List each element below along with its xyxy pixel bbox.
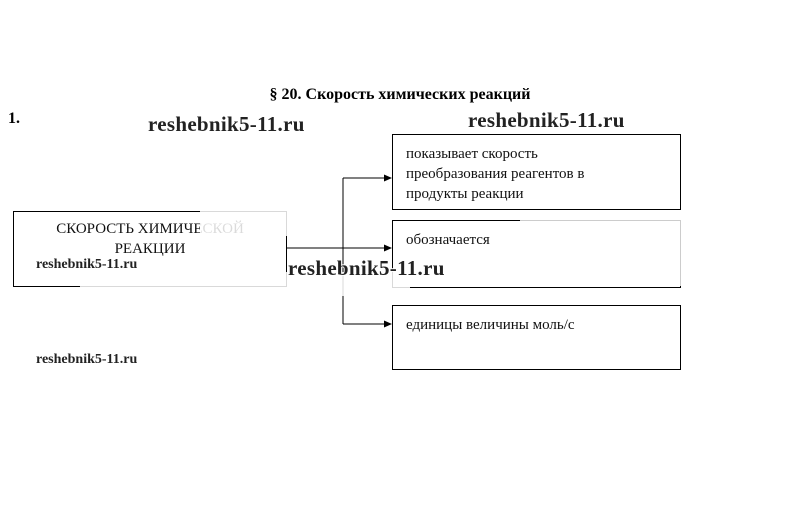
watermark-smear-1 — [200, 210, 320, 236]
source-box-line1: СКОРОСТЬ ХИМИЧЕСКОЙ — [56, 221, 244, 237]
watermark-1: reshebnik5-11.ru — [148, 112, 305, 136]
target-box-3-line1: единицы величины моль/с — [406, 317, 575, 333]
target-box-1-line1: показывает скорость — [406, 146, 538, 162]
page-title: § 20. Скорость химических реакций — [269, 86, 531, 103]
watermark-smear-2 — [80, 272, 410, 296]
watermark-2: reshebnik5-11.ru — [468, 108, 625, 132]
target-box-3: единицы величины моль/с — [392, 305, 681, 370]
arrowhead-1 — [384, 174, 392, 182]
target-box-1-line3: продукты реакции — [406, 186, 524, 202]
watermark-5: reshebnik5-11.ru — [36, 352, 138, 367]
arrowhead-3 — [384, 320, 392, 328]
watermark-4: reshebnik5-11.ru — [288, 256, 445, 280]
task-number: 1. — [8, 110, 20, 127]
target-box-2-line1: обозначается — [406, 232, 490, 248]
target-box-1-line2: преобразования реагентов в — [406, 166, 585, 182]
watermark-smear-3 — [520, 214, 710, 286]
source-box-line2: РЕАКЦИИ — [114, 241, 186, 257]
arrowhead-2 — [384, 244, 392, 252]
watermark-3: reshebnik5-11.ru — [36, 257, 138, 272]
target-box-1: показывает скорость преобразования реаге… — [392, 134, 681, 210]
